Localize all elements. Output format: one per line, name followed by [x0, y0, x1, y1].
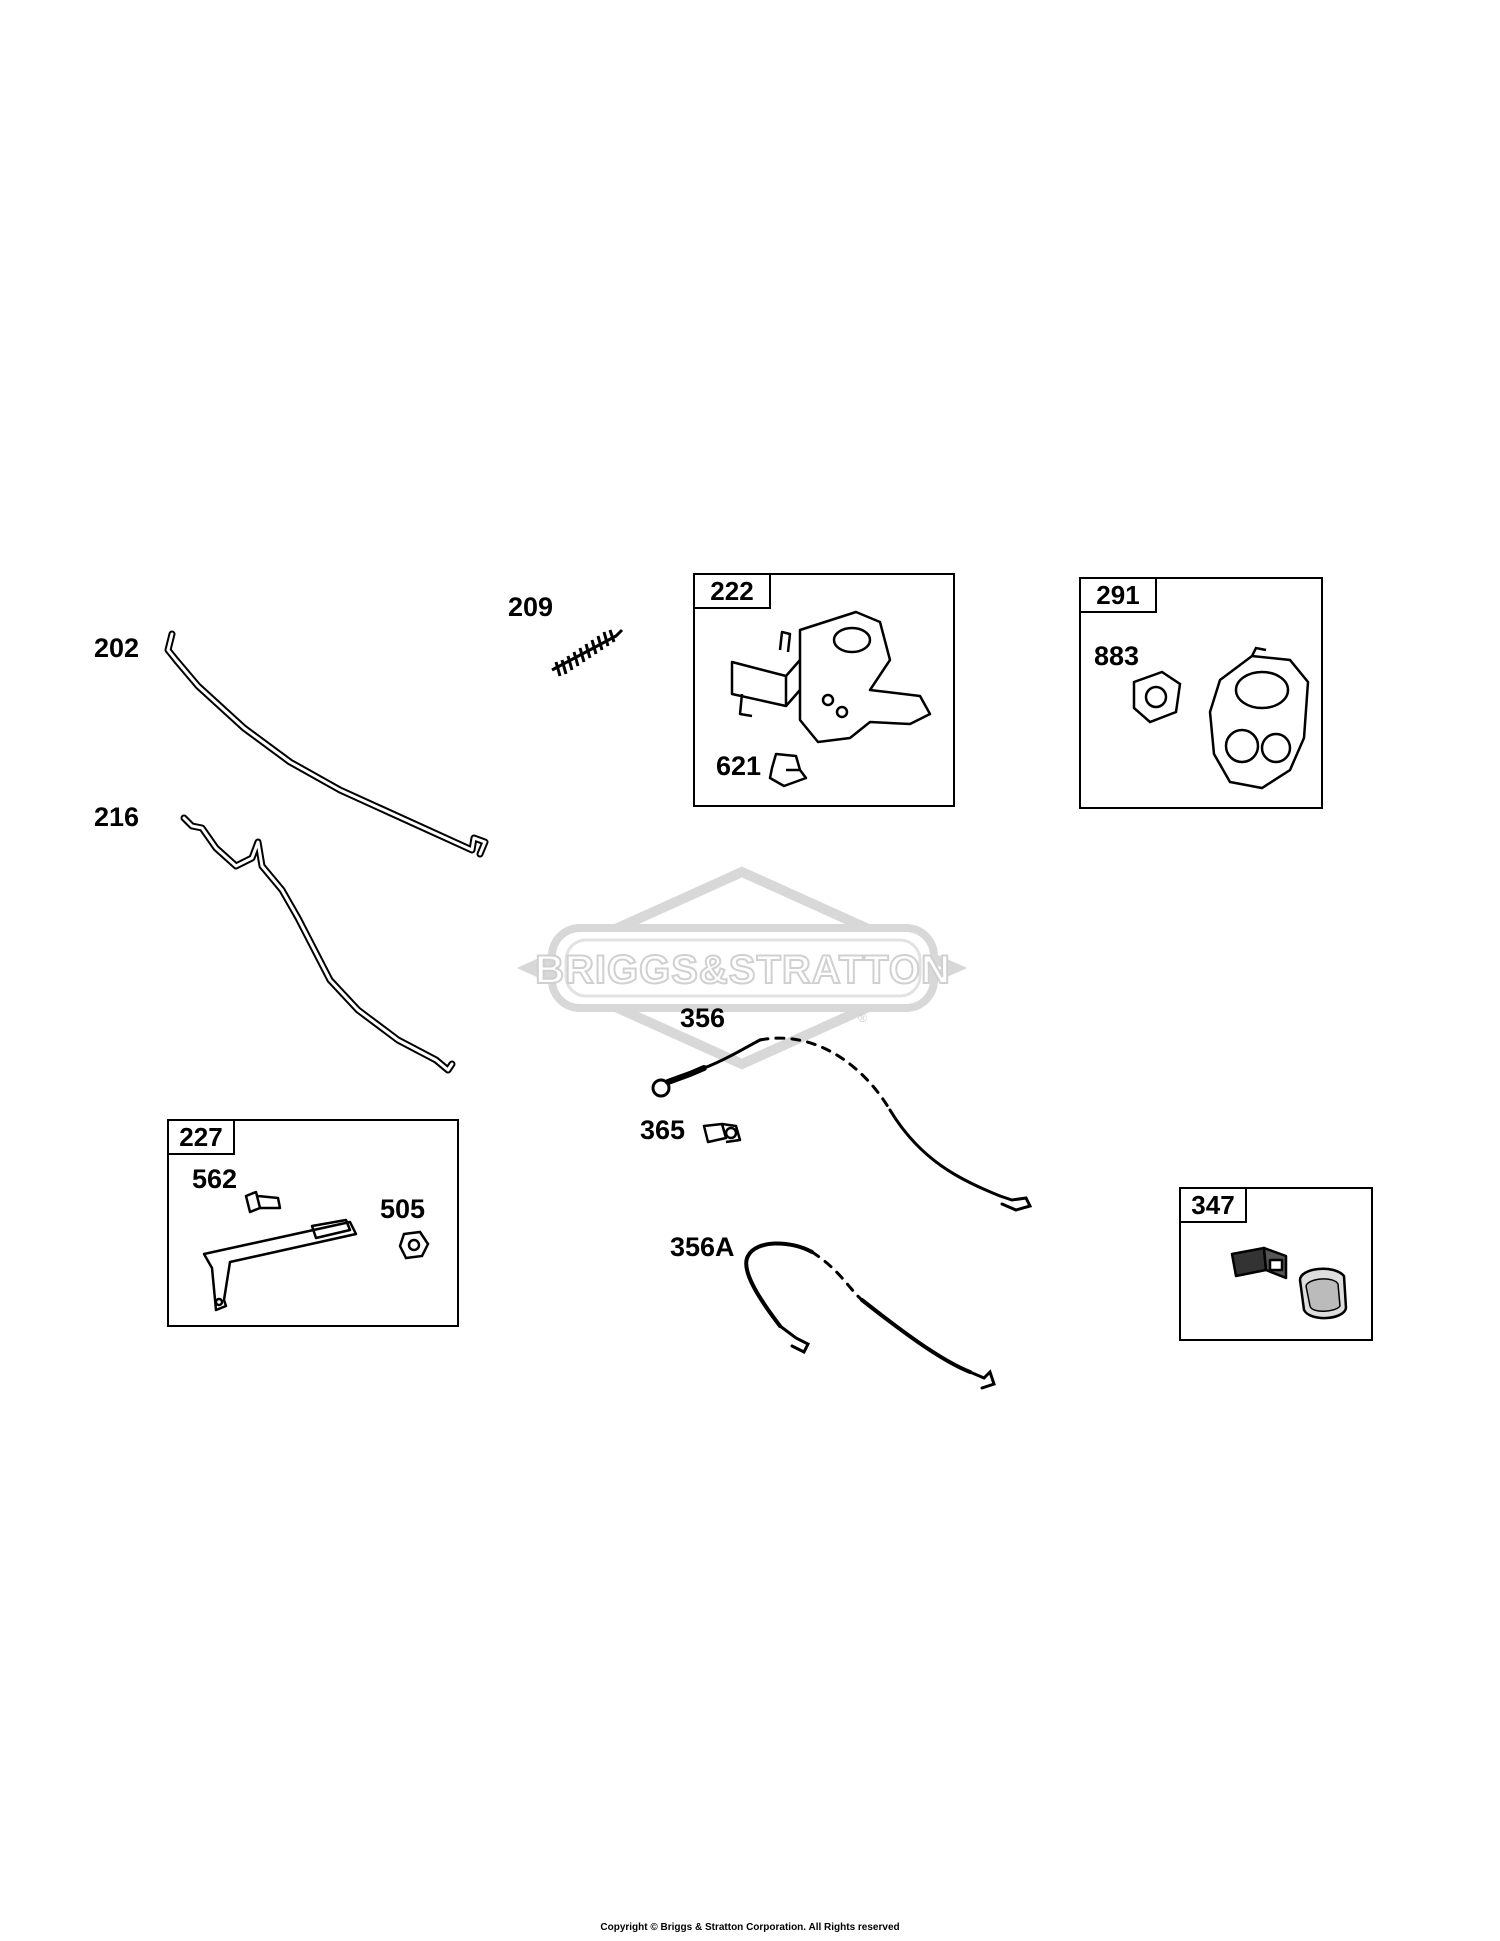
callout-505: 505 [380, 1194, 425, 1224]
callout-202: 202 [94, 633, 139, 663]
kit-347-number: 347 [1191, 1190, 1234, 1220]
governor-lever-icon [202, 1218, 358, 1312]
screw-icon [702, 1122, 742, 1144]
callout-356: 356 [680, 1003, 725, 1033]
kit-347[interactable]: 347 [1179, 1187, 1373, 1341]
copyright-footer: Copyright © Briggs & Stratton Corporatio… [600, 1922, 900, 1933]
part-209[interactable]: 209 [508, 592, 624, 677]
nut-icon [398, 1230, 430, 1260]
callout-621: 621 [716, 751, 761, 781]
gasket-icon [1132, 670, 1182, 724]
kit-227-frame [167, 1119, 459, 1327]
callout-216: 216 [94, 802, 139, 832]
ground-wire-icon [651, 1036, 1033, 1212]
kit-227-number: 227 [179, 1122, 222, 1152]
air-cleaner-adapter-icon [1208, 646, 1310, 790]
part-356A[interactable]: 356A [670, 1232, 996, 1390]
brand-watermark: BRIGGS&STRATTON ® [516, 866, 968, 1070]
callout-883: 883 [1094, 641, 1139, 671]
clip-icon [768, 752, 808, 788]
rocker-switch-icon [1230, 1246, 1348, 1320]
kit-227-tag [167, 1119, 235, 1155]
throttle-link-rod-icon [180, 814, 456, 1074]
callout-209: 209 [508, 592, 553, 622]
kit-291[interactable]: 291 883 [1079, 577, 1323, 809]
control-bracket-icon [730, 610, 932, 744]
kit-222-tag [693, 573, 771, 609]
kit-291-frame [1079, 577, 1323, 809]
watermark-registered: ® [858, 1011, 867, 1025]
kit-291-tag [1079, 577, 1157, 613]
kit-222[interactable]: 222 621 [693, 573, 955, 807]
part-202[interactable]: 202 [94, 630, 489, 858]
callout-562: 562 [192, 1164, 237, 1194]
kit-222-frame [693, 573, 955, 807]
part-356[interactable]: 356 [651, 1003, 1033, 1212]
governor-link-rod-icon [164, 630, 489, 858]
kit-347-tag [1179, 1187, 1247, 1223]
bolt-icon [244, 1190, 282, 1214]
watermark-brand: BRIGGS&STRATTON [535, 948, 951, 992]
part-216[interactable]: 216 [94, 802, 456, 1074]
part-365[interactable]: 365 [640, 1115, 742, 1145]
governor-spring-icon [551, 628, 624, 677]
callout-365: 365 [640, 1115, 685, 1145]
stop-switch-wire-icon [744, 1241, 996, 1390]
kit-347-frame [1179, 1187, 1373, 1341]
callout-356A: 356A [670, 1232, 735, 1262]
kit-222-number: 222 [710, 576, 753, 606]
kit-227[interactable]: 227 562 505 [167, 1119, 459, 1327]
kit-291-number: 291 [1096, 580, 1139, 610]
